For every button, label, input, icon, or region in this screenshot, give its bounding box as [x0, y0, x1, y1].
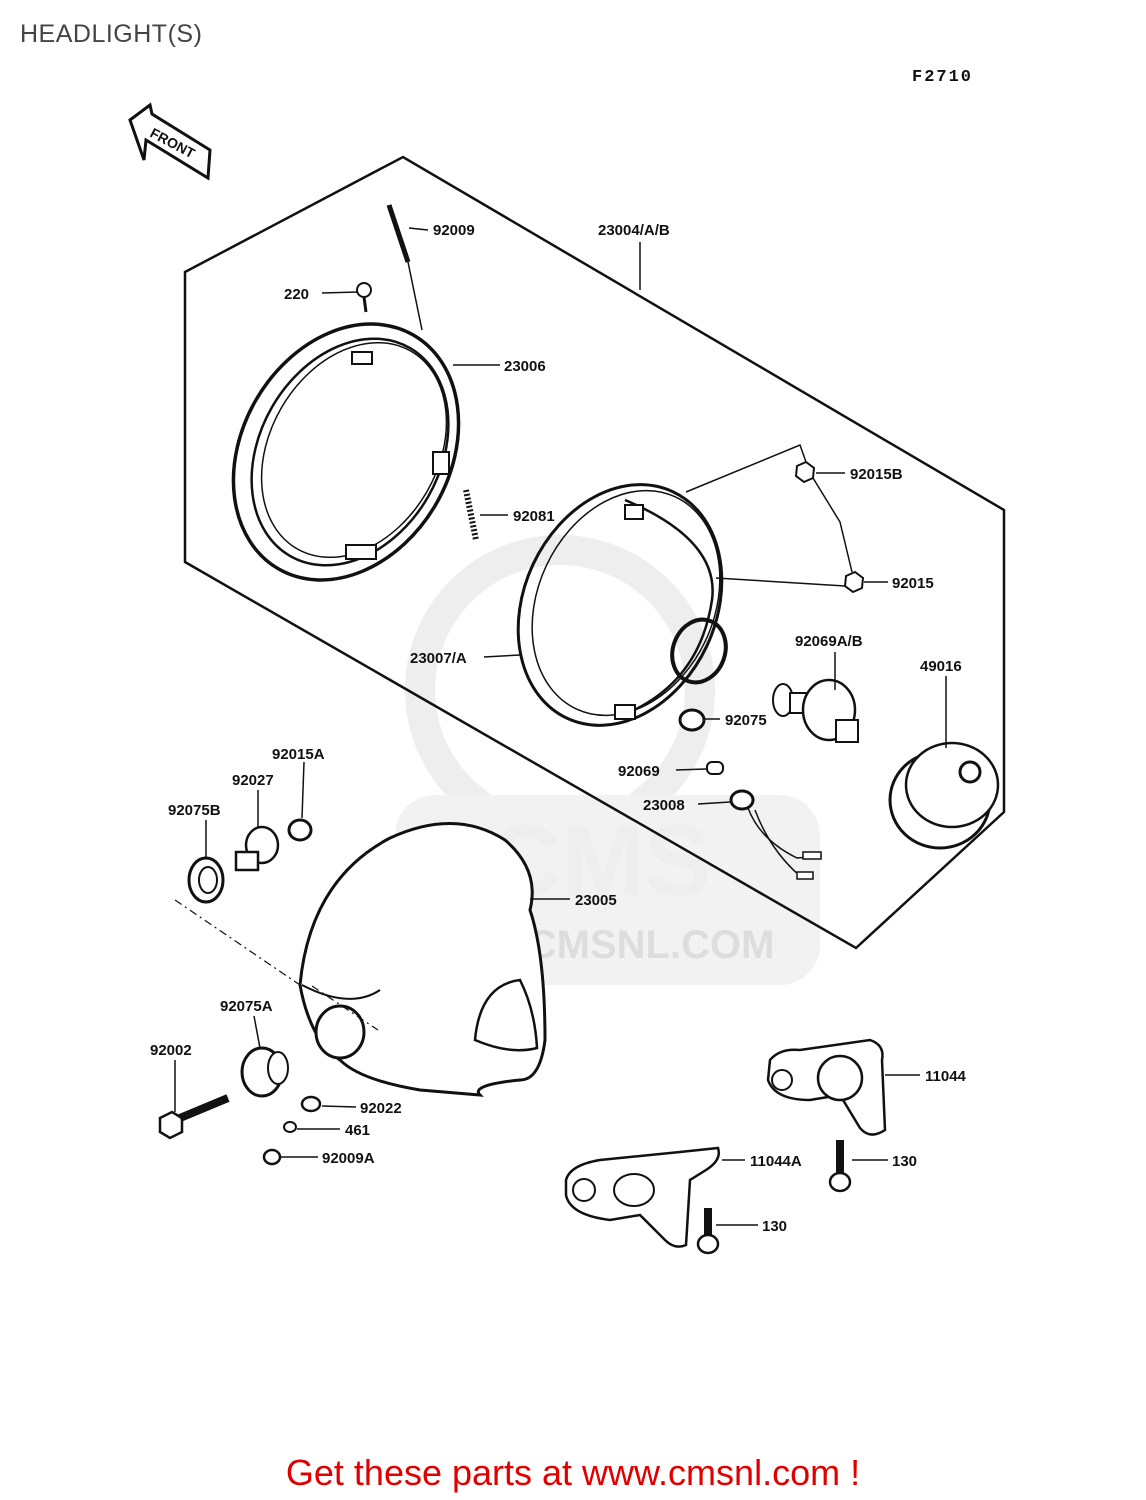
grommet-92075a: [240, 1046, 289, 1098]
parts-diagram: CMS WWW.CMSNL.COM FRONT: [128, 102, 1006, 1255]
label-23005: 23005: [575, 892, 617, 909]
grommet-92075: [678, 708, 706, 732]
screw-92009: [386, 204, 423, 331]
label-92027: 92027: [232, 772, 274, 789]
label-92075a: 92075A: [220, 998, 273, 1015]
nut-92015b: [794, 460, 816, 484]
label-49016: 49016: [920, 658, 962, 675]
label-130-b: 130: [762, 1218, 787, 1235]
bulb-92069ab: [772, 678, 859, 743]
bolt-130-a: [828, 1140, 852, 1193]
label-130-a: 130: [892, 1153, 917, 1170]
label-92081: 92081: [513, 508, 555, 525]
label-92009a: 92009A: [322, 1150, 375, 1167]
label-220: 220: [284, 286, 309, 303]
label-92069ab: 92069A/B: [795, 633, 863, 650]
clip-92022: [300, 1095, 322, 1113]
socket-23008: [729, 789, 823, 880]
label-92015b: 92015B: [850, 466, 903, 483]
label-23006: 23006: [504, 358, 546, 375]
alignment-dash-2: [311, 985, 379, 1031]
nut-92015a: [287, 818, 313, 842]
bracket-line: [685, 444, 853, 587]
housing-23005: [298, 822, 547, 1097]
diagram-code: F2710: [912, 68, 974, 87]
assembly-outline: [183, 155, 1006, 950]
label-92069: 92069: [618, 763, 660, 780]
label-23004: 23004/A/B: [598, 222, 670, 239]
alignment-dash-1: [174, 899, 301, 986]
washer-461: [283, 1121, 297, 1133]
screw-220: [356, 282, 372, 313]
label-92015: 92015: [892, 575, 934, 592]
label-92009: 92009: [433, 222, 475, 239]
footer-shop-link[interactable]: Get these parts at www.cmsnl.com !: [285, 1452, 861, 1493]
bracket-11044: [766, 1038, 887, 1136]
label-11044: 11044: [925, 1068, 967, 1085]
label-11044a: 11044A: [750, 1153, 802, 1170]
nut-92015: [843, 570, 865, 594]
leader-lines: [174, 227, 947, 1226]
spring-92081: [463, 489, 479, 541]
rim-23006: [231, 322, 461, 582]
bulb-92069: [706, 761, 724, 775]
bracket-11044a: [564, 1146, 720, 1248]
cover-49016: [888, 741, 1000, 850]
label-92075b: 92075B: [168, 802, 221, 819]
label-92075: 92075: [725, 712, 767, 729]
bolt-92002: [158, 1094, 230, 1140]
label-92015a: 92015A: [272, 746, 325, 763]
part-labels: 92009 23004/A/B 220 23006 92015B 92081 9…: [150, 222, 967, 1235]
label-92022: 92022: [360, 1100, 402, 1117]
label-23008: 23008: [643, 797, 685, 814]
label-23007: 23007/A: [410, 650, 467, 667]
front-arrow-icon: FRONT: [128, 102, 212, 181]
washer-92075b: [187, 856, 225, 904]
collar-92027: [234, 825, 280, 872]
page-title: HEADLIGHT(S): [20, 20, 203, 48]
label-92002: 92002: [150, 1042, 192, 1059]
label-461: 461: [345, 1122, 370, 1139]
screw-92009a: [262, 1148, 282, 1166]
reflector-23007: [516, 483, 728, 727]
bolt-130-b: [696, 1208, 720, 1255]
